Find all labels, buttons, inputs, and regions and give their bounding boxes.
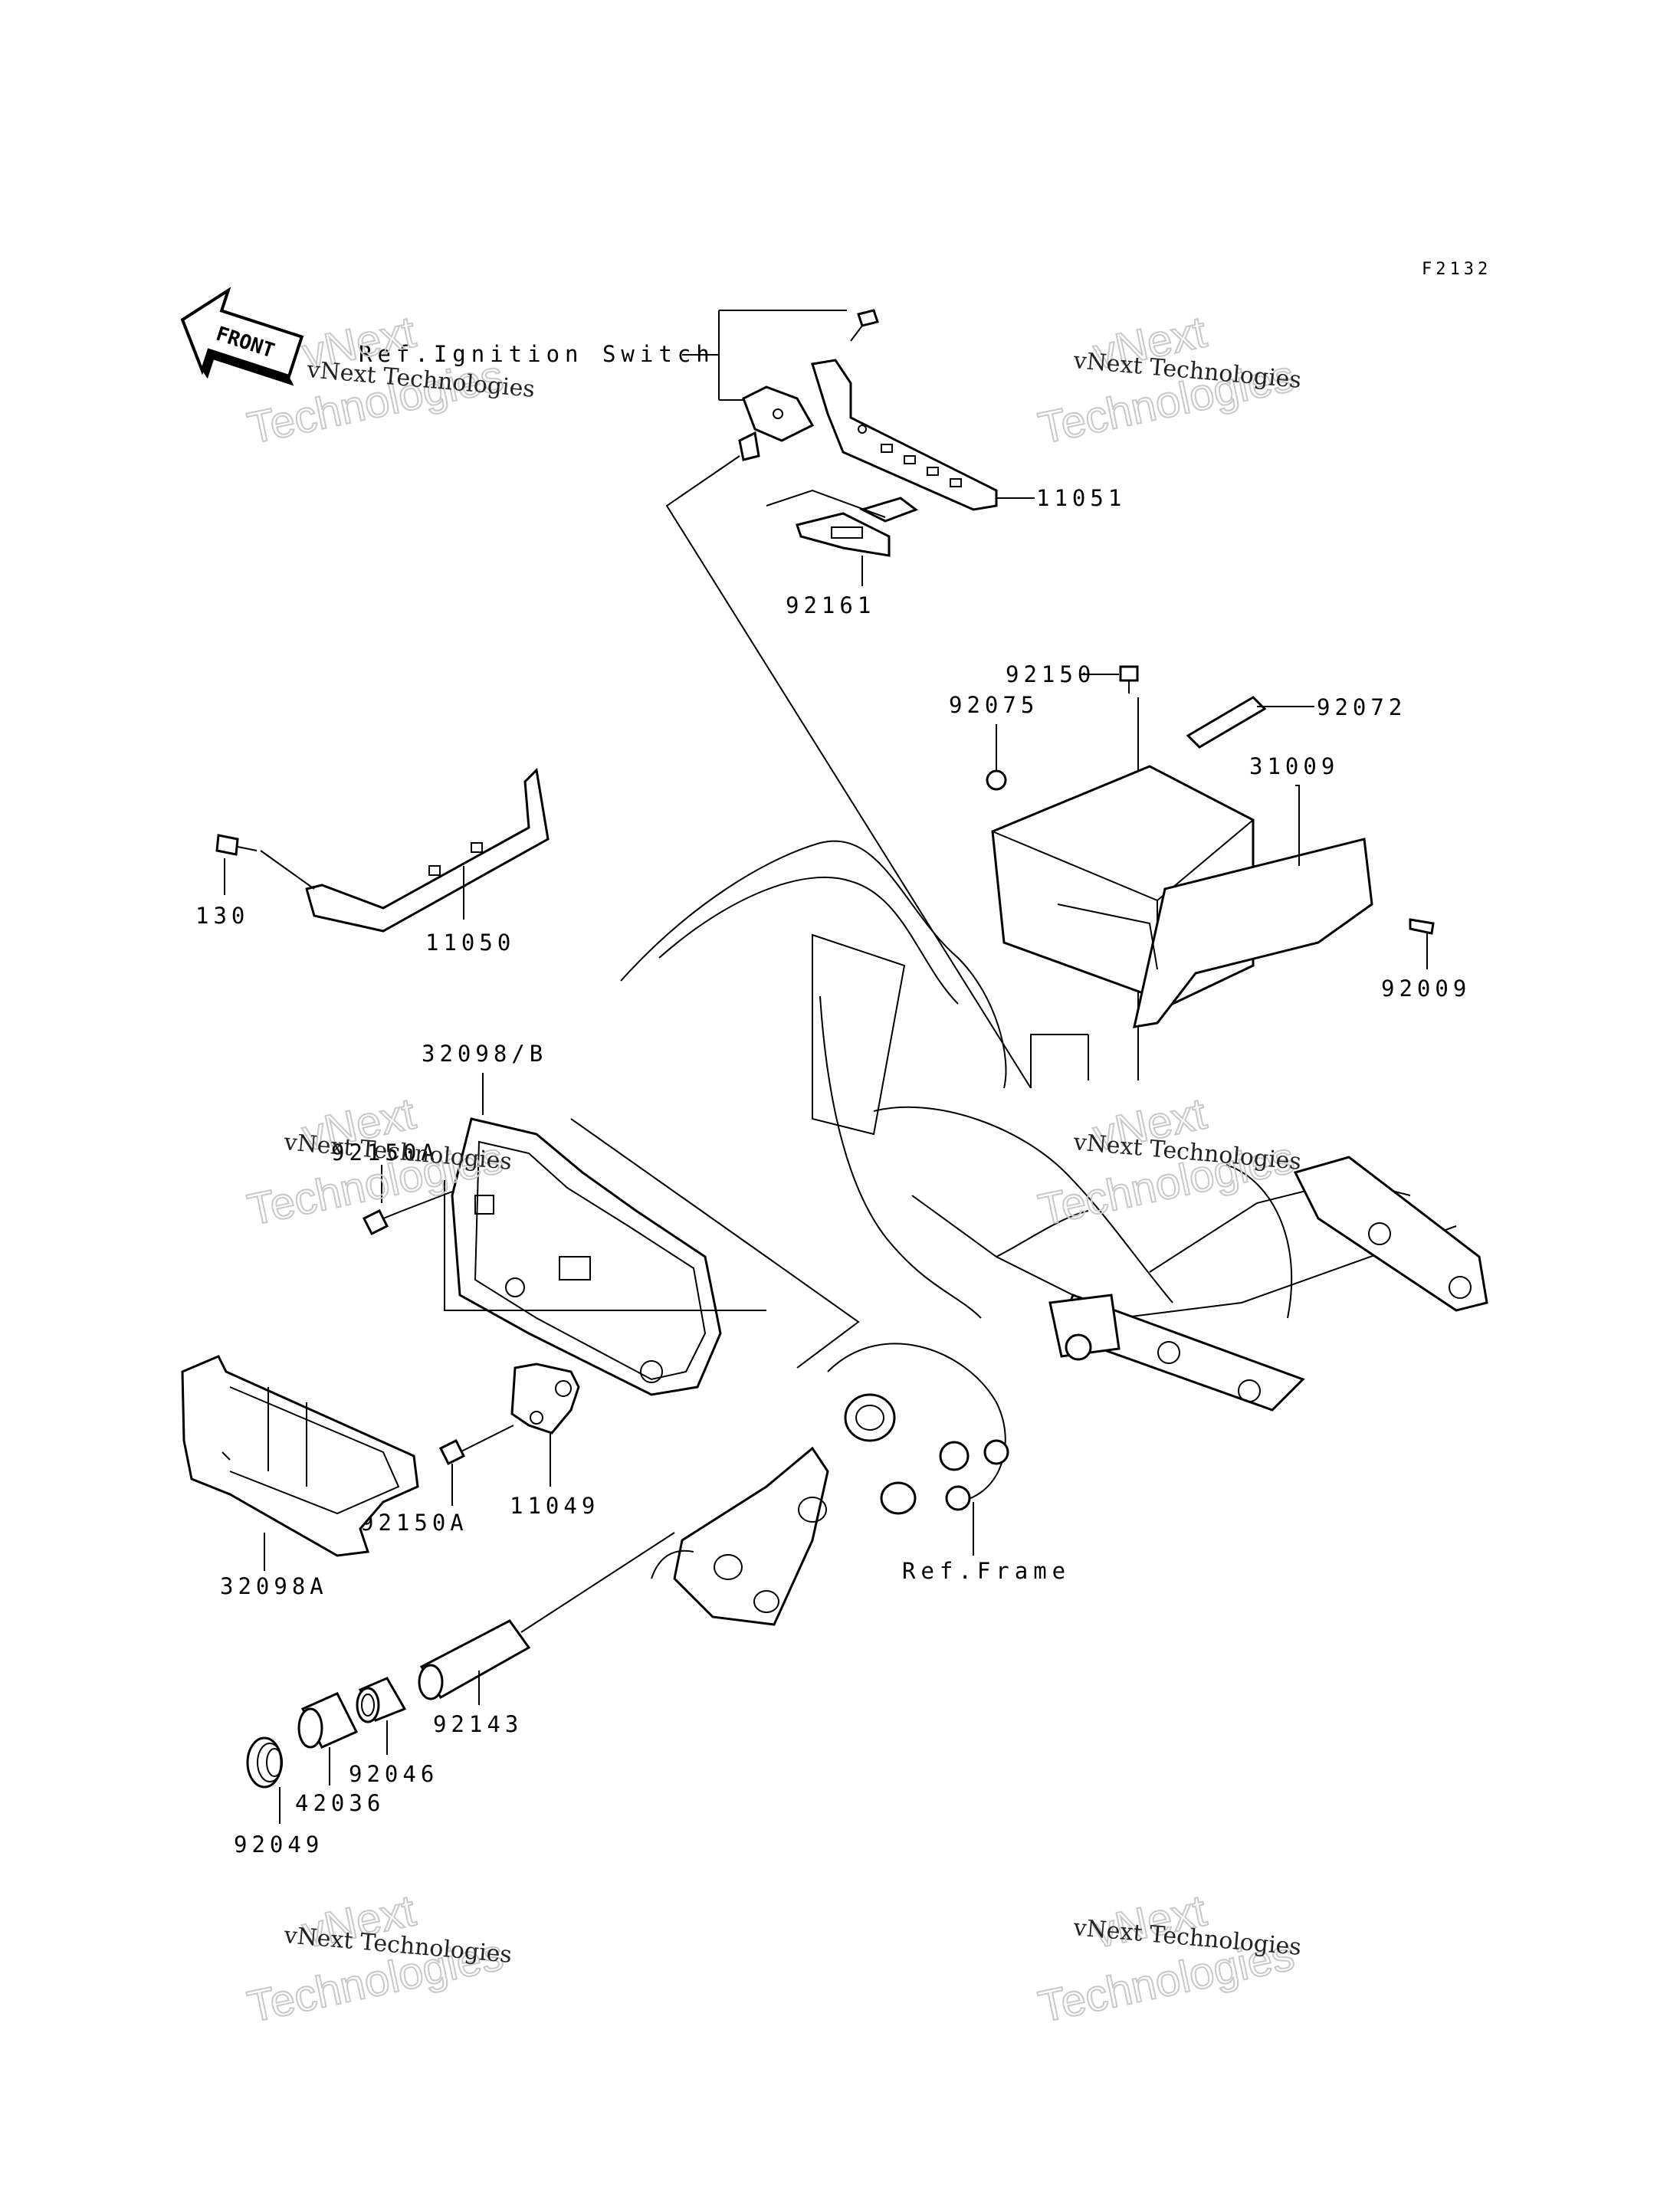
part-number-42036: 42036: [295, 1790, 385, 1816]
bolt-130-icon: [215, 834, 258, 856]
ref-ignition-switch-label: Ref.Ignition Switch: [359, 341, 715, 367]
battery-case-part: [991, 765, 1373, 1028]
bracket-11049-part: [510, 1362, 580, 1435]
part-number-92046: 92046: [349, 1761, 438, 1787]
part-number-130: 130: [195, 903, 249, 929]
part-number-11050: 11050: [425, 930, 515, 956]
part-number-31009: 31009: [1249, 753, 1339, 779]
side-cover-32098B-part: [451, 1117, 722, 1396]
part-number-11051: 11051: [1036, 485, 1126, 511]
plate-92161-part: [766, 489, 919, 557]
screw-92009-icon: [1409, 918, 1435, 935]
front-arrow-icon: FRONT: [180, 287, 304, 386]
grommet-92075-icon: [986, 769, 1007, 791]
sleeve-92143-part: [418, 1619, 531, 1700]
bearing-92046-part: [356, 1677, 407, 1723]
part-number-92161: 92161: [786, 592, 875, 618]
bolt-92150A-upper-icon: [362, 1208, 403, 1236]
bracket-11050-part: [305, 767, 550, 933]
part-number-92150A-upper: 92150A: [331, 1139, 439, 1166]
part-number-92150A-lower: 92150A: [360, 1510, 468, 1536]
cover-92072-part: [1186, 696, 1267, 749]
figure-code: F2132: [1422, 260, 1491, 279]
ref-frame-label: Ref.Frame: [902, 1558, 1071, 1584]
part-number-32098A: 32098A: [220, 1573, 328, 1599]
part-number-92072: 92072: [1317, 694, 1406, 720]
part-number-92150: 92150: [1006, 661, 1095, 687]
seal-92049-part: [246, 1736, 283, 1789]
part-number-92075: 92075: [949, 692, 1039, 718]
part-number-92143: 92143: [433, 1711, 523, 1737]
ignition-bracket-part: [738, 309, 998, 511]
part-number-11049: 11049: [510, 1493, 599, 1519]
side-cover-32098A-part: [181, 1355, 419, 1557]
collar-42036-part: [297, 1692, 359, 1749]
part-number-92049: 92049: [234, 1831, 323, 1858]
part-number-32098B: 32098/B: [422, 1041, 547, 1067]
part-number-92009: 92009: [1381, 976, 1471, 1002]
bolt-92150-icon: [1119, 665, 1139, 694]
frame-part: [620, 840, 1488, 1626]
bolt-92150A-lower-icon: [438, 1438, 466, 1466]
